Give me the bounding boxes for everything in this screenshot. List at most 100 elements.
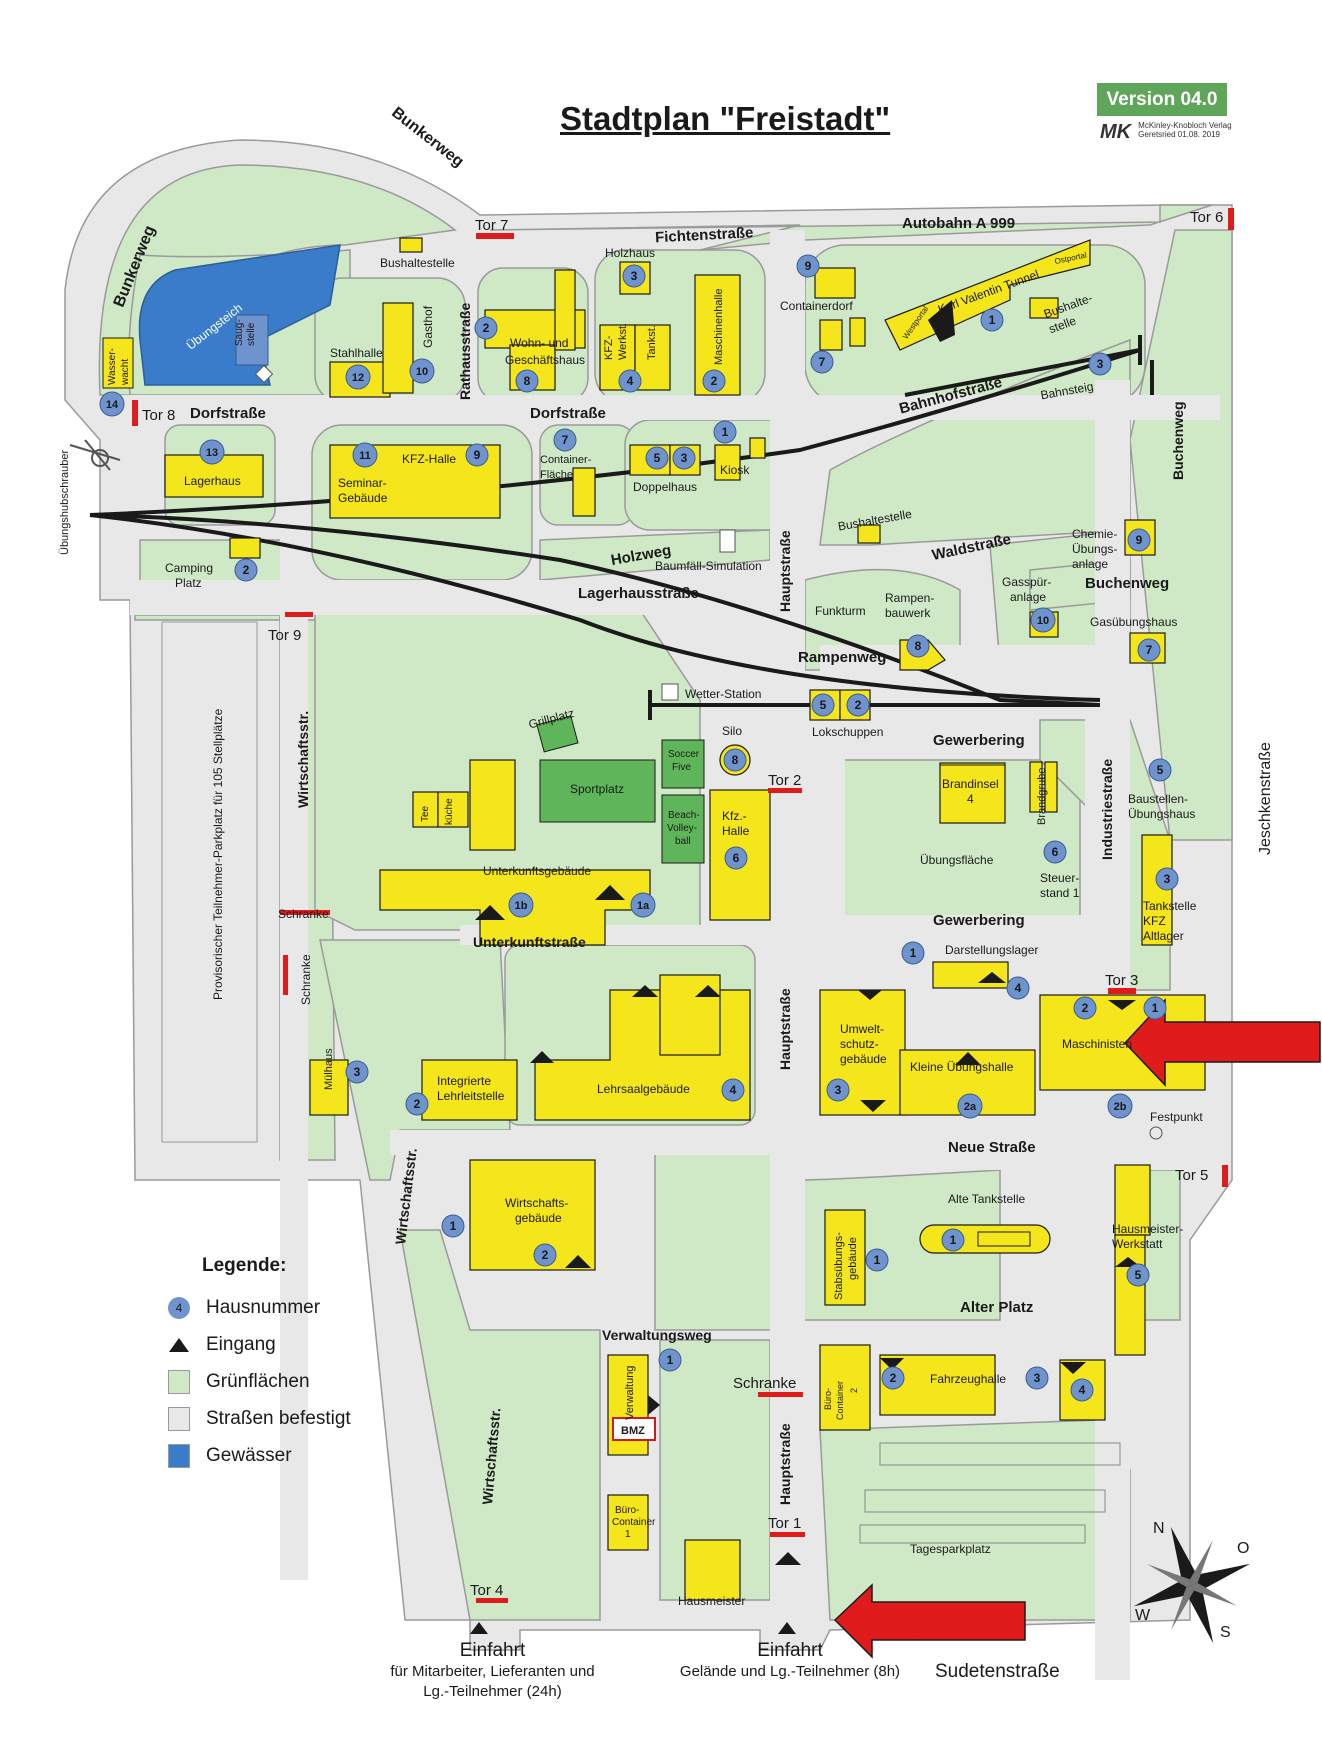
house-number-badge [409,358,435,384]
svg-text:Hauptstraße: Hauptstraße [777,1423,793,1505]
svg-text:Gasspür-: Gasspür- [1002,575,1051,589]
house-number-label: 1 [1152,1001,1159,1015]
svg-text:Schranke: Schranke [299,954,313,1005]
publisher-name: McKinley-Knobloch Verlag [1138,121,1232,130]
svg-text:Steuer-: Steuer- [1040,871,1079,885]
legend: Legende: 4 Hausnummer Eingang Grünfläche… [168,1255,351,1474]
house-number-label: 2b [1114,1101,1127,1113]
house-number-badge [724,846,748,870]
house-number-badge [99,391,125,417]
eingang-arrow[interactable] [833,1583,1026,1659]
track-stops [648,335,1154,720]
svg-text:Beach-: Beach- [668,810,700,821]
house-number-badge [630,892,656,918]
house-number-label: 5 [1157,763,1164,777]
svg-text:Fläche: Fläche [540,469,573,481]
svg-text:Tee: Tee [420,805,431,822]
house-number-label: 10 [416,366,428,378]
gates [132,208,1234,1603]
house-number-label: 2 [1082,1001,1089,1015]
house-number-badge [441,1214,465,1238]
svg-text:O: O [1237,1540,1249,1557]
svg-text:schutz-: schutz- [840,1037,879,1051]
svg-text:wacht: wacht [120,359,131,386]
svg-text:Verwaltung: Verwaltung [624,1366,636,1420]
house-number-label: 7 [819,355,826,369]
svg-text:Tor 8: Tor 8 [142,407,175,424]
svg-text:Werkstatt: Werkstatt [1112,1237,1163,1251]
svg-text:Container: Container [835,1381,845,1420]
publisher-date: Geretsried 01.08. 2019 [1138,130,1221,139]
house-number-badge [1088,352,1112,376]
house-number-label: 8 [732,753,739,767]
svg-text:Seminar-: Seminar- [338,476,387,490]
svg-text:Wirtschaftsstr.: Wirtschaftsstr. [295,711,311,808]
svg-text:2: 2 [849,1388,859,1393]
house-number-label: 6 [733,851,740,865]
svg-text:Tor 4: Tor 4 [470,1582,503,1599]
svg-text:Unterkunftstraße: Unterkunftstraße [473,934,586,950]
house-number-badge [345,364,371,390]
svg-text:Darstellungslager: Darstellungslager [945,943,1038,957]
house-number-label: 2 [414,1097,421,1111]
svg-text:anlage: anlage [1010,590,1046,604]
svg-text:Maschinisten: Maschinisten [1062,1037,1132,1051]
svg-text:Rampen-: Rampen- [885,591,934,605]
svg-text:Tor 6: Tor 6 [1190,209,1223,226]
house-number-label: 3 [631,269,638,283]
svg-text:Übungshaus: Übungshaus [1128,807,1195,821]
house-number-label: 2 [890,1371,897,1385]
svg-text:Alter Platz: Alter Platz [960,1299,1033,1316]
house-number-label: 3 [835,1083,842,1097]
house-number-badge [645,446,669,470]
svg-text:Stabsübungs-: Stabsübungs- [833,1232,845,1300]
house-number-badge [941,1228,965,1252]
svg-text:Übungs-: Übungs- [1072,542,1117,556]
house-number-badge [865,1248,889,1272]
svg-text:Schranke: Schranke [733,1375,796,1392]
grillplatz [536,715,579,753]
house-number-badge [810,350,834,374]
svg-text:Gewerbering: Gewerbering [933,732,1025,749]
house-number-label: 3 [681,451,688,465]
house-number-label: 2 [542,1248,549,1262]
svg-text:Umwelt-: Umwelt- [840,1022,884,1036]
house-number-badge [1143,996,1167,1020]
svg-text:Tankst.: Tankst. [646,325,658,360]
svg-text:Buchenweg: Buchenweg [1170,401,1186,480]
house-number-badge [1126,1263,1150,1287]
svg-text:Funkturm: Funkturm [815,604,866,618]
house-number-badge [1137,638,1161,662]
legend-hausnummer: 4 Hausnummer [168,1289,351,1326]
house-number-label: 5 [820,698,827,712]
svg-text:Tor 2: Tor 2 [768,772,801,789]
entry-staff: Einfahrt für Mitarbeiter, Lieferanten un… [390,1640,595,1700]
svg-text:Büro-: Büro- [615,1505,639,1516]
svg-text:Halle: Halle [722,824,750,838]
svg-text:Camping: Camping [165,561,213,575]
legend-strassen: Straßen befestigt [168,1400,351,1437]
svg-text:Fichtenstraße: Fichtenstraße [655,224,754,246]
house-number-label: 5 [654,451,661,465]
house-number-badge [352,442,378,468]
water-swatch-icon [168,1443,190,1468]
parkplatz-lot [161,621,258,1143]
svg-text:Dorfstraße: Dorfstraße [530,405,606,422]
svg-text:Kiosk: Kiosk [720,463,750,477]
house-number-badge [345,1060,369,1084]
entrance-triangle-mid [778,1622,796,1634]
svg-text:Provisorischer Teilnehmer-Park: Provisorischer Teilnehmer-Parkplatz für … [211,708,225,1000]
parking-lines [859,1442,1121,1544]
svg-text:N: N [1153,1520,1165,1537]
svg-text:Fahrzeughalle: Fahrzeughalle [930,1372,1006,1386]
house-number-badge [1070,1378,1094,1402]
helicopter-icon [69,439,121,471]
svg-text:Buchenweg: Buchenweg [1085,575,1169,592]
svg-text:gebäude: gebäude [847,1237,859,1280]
house-number-label: 7 [1146,643,1153,657]
legend-gewaesser: Gewässer [168,1437,351,1474]
svg-text:Neue Straße: Neue Straße [948,1139,1036,1156]
house-number-badge [1127,528,1151,552]
house-number-label: 1b [515,900,528,912]
house-number-badge [1043,840,1067,864]
